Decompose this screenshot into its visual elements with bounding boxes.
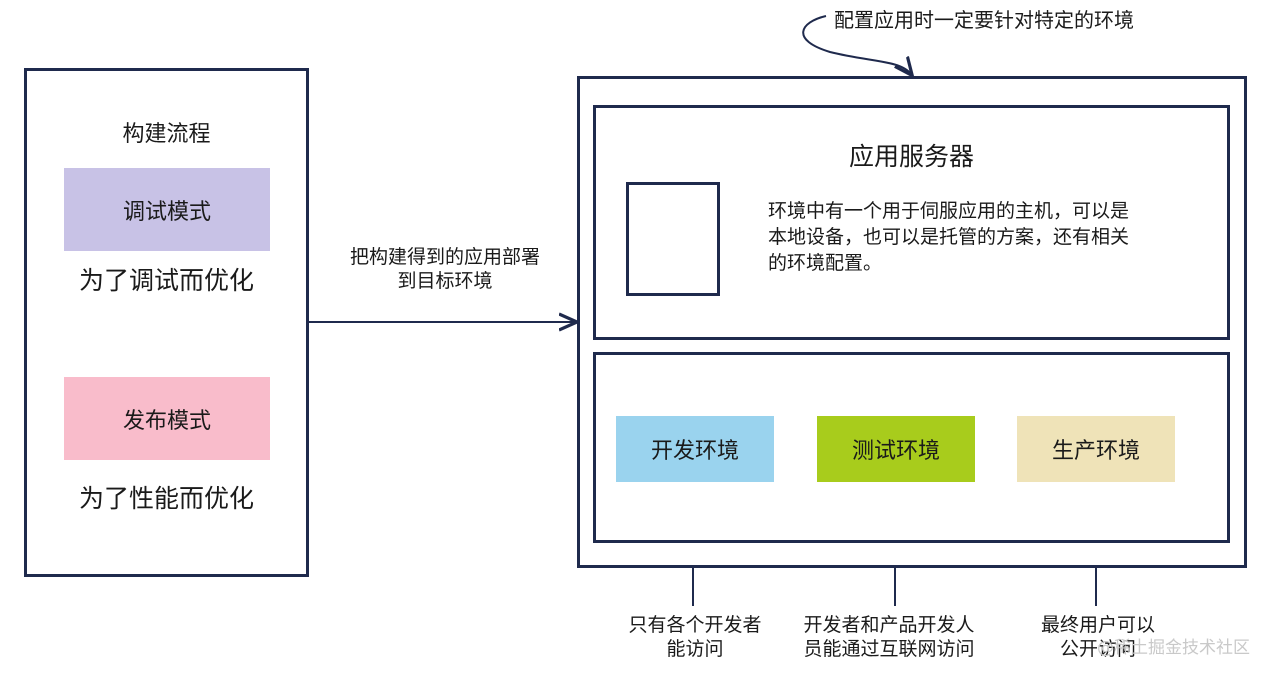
dev-note-line: 能访问 bbox=[666, 638, 724, 660]
prod-note-line: 最终用户可以 bbox=[1040, 614, 1155, 636]
test-environment-note: 开发者和产品开发人 员能通过互联网访问 bbox=[778, 613, 1000, 665]
deploy-label-line: 把构建得到的应用部署 bbox=[349, 246, 540, 268]
release-mode-box: 发布模式 bbox=[64, 377, 270, 460]
build-process-title: 构建流程 bbox=[122, 122, 211, 147]
prod-environment-box: 生产环境 bbox=[1017, 416, 1175, 482]
dev-note-line: 只有各个开发者 bbox=[628, 614, 762, 636]
top-note-arrow bbox=[802, 15, 911, 74]
release-mode-description: 为了性能而优化 bbox=[78, 484, 254, 513]
build-process-panel bbox=[24, 68, 309, 577]
app-server-title: 应用服务器 bbox=[848, 142, 974, 171]
prod-note-line: 公开访问 bbox=[1059, 638, 1136, 660]
app-server-description-line: 本地设备，也可以是托管的方案，还有相关 bbox=[768, 226, 1130, 248]
test-note-line: 开发者和产品开发人 bbox=[803, 614, 975, 636]
watermark: @稀土掘金技术社区 bbox=[1097, 637, 1250, 658]
app-server-box bbox=[593, 105, 1230, 340]
debug-mode-description: 为了调试而优化 bbox=[78, 266, 254, 295]
app-server-description: 环境中有一个用于伺服应用的主机，可以是 本地设备，也可以是托管的方案，还有相关 … bbox=[768, 198, 1198, 276]
top-note: 配置应用时一定要针对特定的环境 bbox=[834, 7, 1134, 32]
server-icon bbox=[626, 182, 720, 296]
dev-environment-note: 只有各个开发者 能访问 bbox=[604, 613, 786, 665]
debug-mode-box: 调试模式 bbox=[64, 168, 270, 251]
test-note-line: 员能通过互联网访问 bbox=[803, 638, 975, 660]
app-server-description-line: 的环境配置。 bbox=[768, 252, 883, 274]
deploy-label: 把构建得到的应用部署 到目标环境 bbox=[320, 245, 570, 299]
deploy-label-line: 到目标环境 bbox=[397, 270, 493, 292]
test-environment-box: 测试环境 bbox=[817, 416, 975, 482]
app-server-description-line: 环境中有一个用于伺服应用的主机，可以是 bbox=[768, 200, 1130, 222]
dev-environment-box: 开发环境 bbox=[616, 416, 774, 482]
prod-environment-note: 最终用户可以 公开访问 bbox=[1016, 613, 1180, 665]
